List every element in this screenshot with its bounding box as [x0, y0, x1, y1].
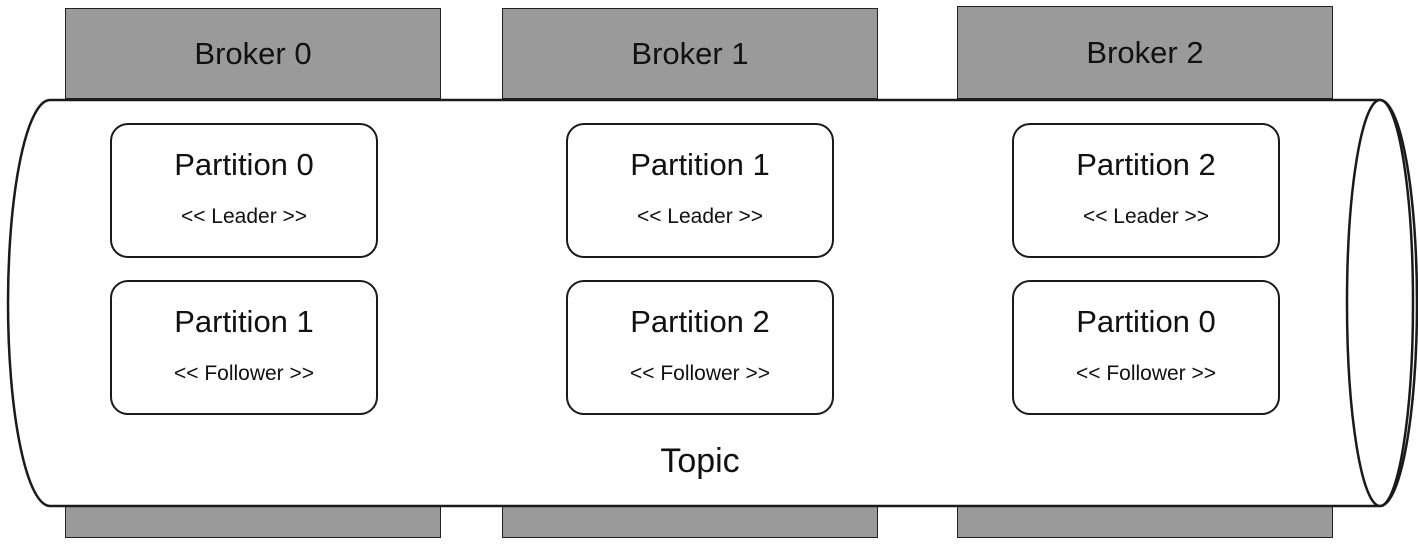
broker-label: Broker 1: [631, 35, 749, 71]
partition-name: Partition 1: [174, 304, 314, 339]
broker-column-2: Broker 2: [957, 6, 1335, 538]
partition-box-follower: Partition 2 << Follower >>: [566, 280, 834, 415]
partition-box-follower: Partition 1 << Follower >>: [110, 280, 378, 415]
partition-role: << Leader >>: [636, 205, 764, 228]
cylinder-end-cap: [1345, 98, 1415, 508]
broker-base: [957, 504, 1333, 538]
partition-role: << Follower >>: [629, 362, 771, 385]
broker-label: Broker 0: [194, 35, 312, 71]
broker-column-0: Broker 0: [65, 8, 443, 538]
partition-name: Partition 0: [174, 147, 314, 182]
partition-role: << Leader >>: [1082, 205, 1210, 228]
partition-box-follower: Partition 0 << Follower >>: [1012, 280, 1280, 415]
partition-box-leader: Partition 1 << Leader >>: [566, 123, 834, 258]
broker-header: Broker 2: [957, 6, 1333, 99]
partition-role: << Follower >>: [173, 362, 315, 385]
partition-name: Partition 2: [630, 304, 770, 339]
broker-header: Broker 1: [502, 8, 878, 99]
partition-box-leader: Partition 0 << Leader >>: [110, 123, 378, 258]
partition-name: Partition 2: [1076, 147, 1216, 182]
partition-box-leader: Partition 2 << Leader >>: [1012, 123, 1280, 258]
topic-label: Topic: [660, 442, 740, 480]
broker-header: Broker 0: [65, 8, 441, 99]
partition-name: Partition 0: [1076, 304, 1216, 339]
broker-base: [65, 504, 441, 538]
broker-column-1: Broker 1: [502, 8, 880, 538]
broker-base: [502, 504, 878, 538]
broker-label: Broker 2: [1086, 34, 1204, 70]
partition-role: << Follower >>: [1075, 362, 1217, 385]
partition-name: Partition 1: [630, 147, 770, 182]
partition-role: << Leader >>: [180, 205, 308, 228]
